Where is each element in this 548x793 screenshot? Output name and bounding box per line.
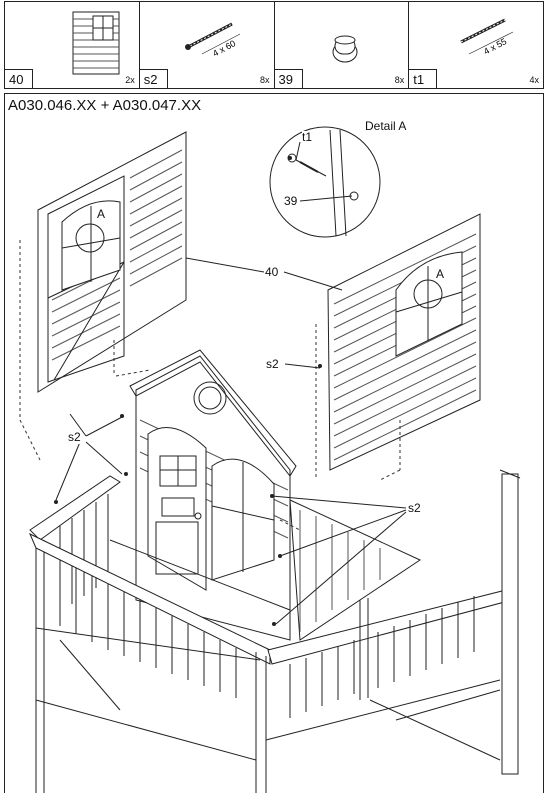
part-qty: 4x	[529, 75, 539, 85]
part-id: s2	[139, 69, 168, 88]
cap-icon	[332, 35, 357, 63]
screw-icon: 4 x 60	[184, 22, 240, 59]
part-id: t1	[409, 69, 438, 88]
part-cell-40: 40 2x	[5, 2, 140, 88]
assembly-drawing-frame	[4, 93, 544, 793]
screw-icon: 4 x 55	[460, 18, 514, 57]
part-cell-t1: 4 x 55 t1 4x	[409, 2, 543, 88]
part-qty: 8x	[394, 75, 405, 85]
part-id: 39	[274, 69, 303, 88]
part-cell-s2: 4 x 60 s2 8x	[139, 2, 275, 88]
panel-with-window-icon	[72, 11, 120, 75]
part-qty: 2x	[125, 75, 135, 85]
label-s2-right: s2	[408, 501, 421, 515]
part-cell-39: 39 8x	[274, 2, 410, 88]
label-40: 40	[265, 265, 279, 279]
label-39: 39	[284, 194, 298, 208]
label-t1: t1	[302, 130, 313, 144]
parts-strip: 40 2x 4 x 60 s2 8x 39 8x 4 x 55 t1 4x	[4, 1, 544, 89]
detail-a-title: Detail A	[365, 119, 407, 133]
label-a-left: A	[97, 207, 106, 221]
product-code: A030.046.XX + A030.047.XX	[8, 97, 202, 114]
label-s2-mid: s2	[266, 357, 279, 371]
label-a-right: A	[436, 267, 445, 281]
detail-a-circle	[269, 126, 381, 238]
part-id: 40	[5, 69, 33, 88]
label-s2-left: s2	[68, 430, 81, 444]
part-qty: 8x	[259, 75, 270, 85]
